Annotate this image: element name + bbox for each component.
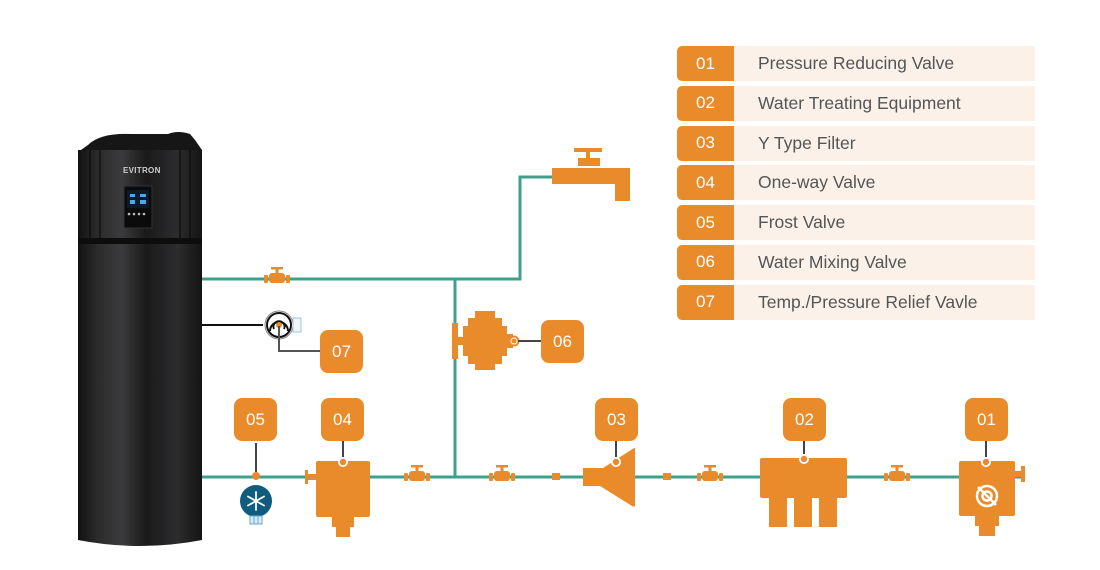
legend-label: Water Mixing Valve	[734, 244, 1035, 280]
legend-item: 03 Y Type Filter	[677, 125, 1035, 161]
faucet-icon	[552, 148, 630, 201]
legend-item: 04 One-way Valve	[677, 165, 1035, 201]
legend-item: 02 Water Treating Equipment	[677, 85, 1035, 121]
gate-valve-icon	[264, 267, 290, 283]
legend-label: One-way Valve	[734, 165, 1035, 201]
legend-item: 07 Temp./Pressure Relief Vavle	[677, 284, 1035, 320]
one-way-valve-icon	[305, 457, 370, 537]
hot-water-pipe	[202, 277, 457, 477]
pressure-gauge-icon	[264, 310, 302, 340]
hot-outlet-pipe	[455, 175, 555, 281]
snowflake-icon	[247, 491, 265, 511]
legend-label: Y Type Filter	[734, 125, 1035, 161]
legend-number: 06	[677, 244, 734, 280]
legend-number: 07	[677, 284, 734, 320]
pipe-joint	[663, 473, 671, 480]
legend-label: Water Treating Equipment	[734, 85, 1035, 121]
unit-brand-label: EVITRON	[123, 166, 161, 175]
pressure-reducer-icon	[975, 484, 999, 508]
water-treating-equipment-icon	[760, 454, 847, 527]
tag-05: 05	[234, 398, 277, 441]
legend-number: 04	[677, 165, 734, 201]
pressure-reducing-valve-icon	[959, 457, 1025, 536]
tag-07: 07	[320, 330, 363, 373]
legend-item: 06 Water Mixing Valve	[677, 244, 1035, 280]
gate-valve-icon	[404, 465, 430, 481]
legend-label: Frost Valve	[734, 205, 1035, 241]
gate-valve-icon	[489, 465, 515, 481]
legend-item: 01 Pressure Reducing Valve	[677, 46, 1035, 81]
water-mixing-valve-icon	[452, 311, 520, 370]
tag-04: 04	[321, 398, 364, 441]
legend-number: 03	[677, 125, 734, 161]
component-legend: 01 Pressure Reducing Valve 02 Water Trea…	[677, 46, 1035, 325]
tag-03: 03	[595, 398, 638, 441]
gate-valve-icon	[884, 465, 910, 481]
legend-number: 02	[677, 85, 734, 121]
y-type-filter-icon	[583, 447, 635, 507]
pipe-joint	[552, 473, 560, 480]
legend-number: 01	[677, 46, 734, 81]
heat-pump-unit	[78, 132, 202, 546]
gate-valves	[264, 267, 910, 481]
frost-valve	[240, 443, 272, 525]
legend-item: 05 Frost Valve	[677, 205, 1035, 241]
legend-label: Temp./Pressure Relief Vavle	[734, 284, 1035, 320]
gate-valve-icon	[697, 465, 723, 481]
legend-number: 05	[677, 205, 734, 241]
tag-02: 02	[783, 398, 826, 441]
tag-06: 06	[541, 320, 584, 363]
tag-01: 01	[965, 398, 1008, 441]
legend-label: Pressure Reducing Valve	[734, 46, 1035, 81]
